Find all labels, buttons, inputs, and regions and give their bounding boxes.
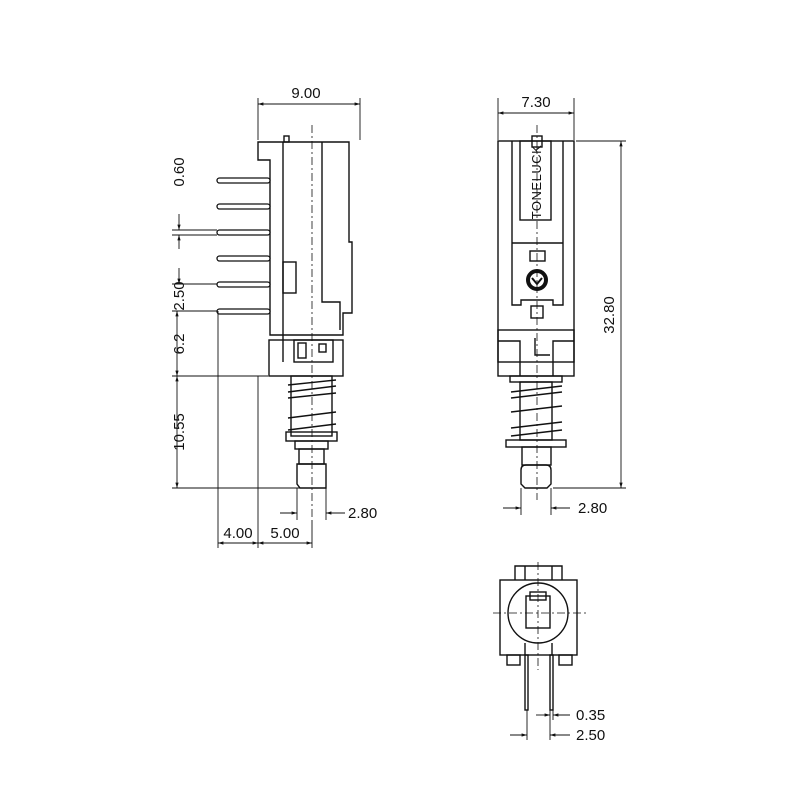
bottom-neck [524,643,553,655]
bottom-foot-right [558,654,573,666]
dim-pin-pitch: 2.50 [171,281,188,310]
front-view: TONELUCK 7.30 32.80 2.80 [497,94,626,517]
dim-pin-width: 0.35 [576,707,605,724]
front-spring [505,375,567,448]
side-plunger-neck [298,448,325,465]
dim-plunger-side: 2.80 [348,505,377,522]
side-body-outline [257,141,353,336]
dim-pin-to-housing: 6.2 [171,334,188,355]
dim-stroke-length: 10.55 [171,413,188,451]
front-plunger-neck [521,446,552,466]
side-latch-hole [318,343,327,353]
side-plunger-tip [296,463,327,489]
dim-pin-offset: 4.00 [223,525,252,542]
dim-housing-center: 5.00 [270,525,299,542]
dim-pin-thickness: 0.60 [171,157,188,186]
front-lower-housing [497,329,575,377]
pin [216,255,271,262]
pin [216,177,271,184]
dim-width-side: 9.00 [291,85,320,102]
dim-plunger-front: 2.80 [578,500,607,517]
front-inner-frame [511,141,564,306]
front-lower-detail [498,338,574,376]
side-pins [216,177,271,315]
bottom-body [499,579,578,656]
side-spring [285,375,338,450]
side-latch [297,342,307,359]
bottom-pin-left [524,654,529,711]
pin [216,308,271,315]
dim-width-front: 7.30 [521,94,550,111]
brand-marking: TONELUCK [529,145,544,220]
bottom-top-tab [514,565,563,580]
side-top-tab [283,135,290,143]
front-plunger-tip [520,464,552,489]
side-body-inner-right [321,142,341,330]
bottom-view: 0.35 2.50 [493,562,605,744]
side-window [282,261,297,294]
bottom-pin-right [549,654,554,711]
pin [216,281,271,288]
side-view: 9.00 0.60 2.50 6.2 10.55 2.80 4.00 5.00 [171,85,377,548]
front-slot [529,250,546,262]
dim-pin-spacing: 2.50 [576,727,605,744]
front-lock-mark [531,277,543,286]
pin [216,203,271,210]
brand-label-area [519,140,552,221]
pin [216,229,271,236]
side-latch-window [293,339,334,363]
dim-height-front: 32.80 [601,296,618,334]
bottom-foot-left [506,654,521,666]
